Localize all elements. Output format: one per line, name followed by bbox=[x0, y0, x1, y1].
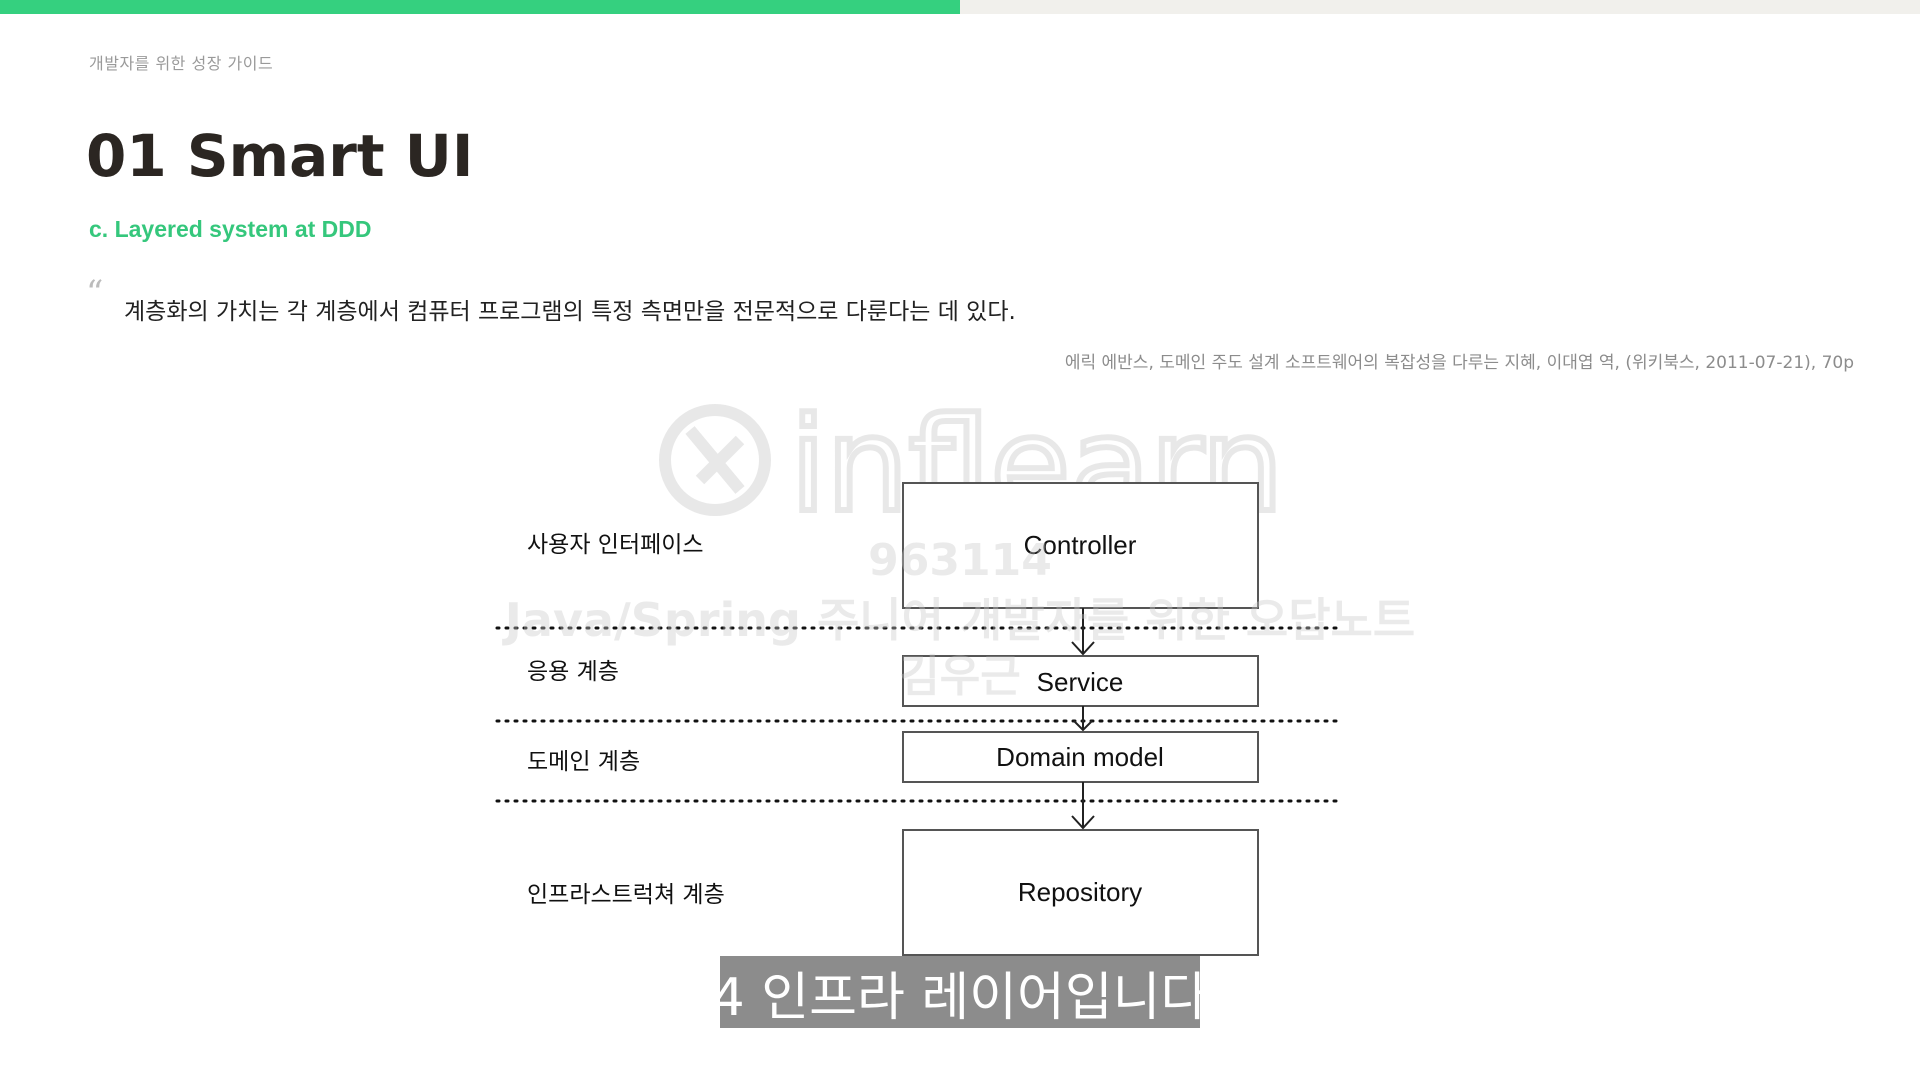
component-label: Service bbox=[1037, 667, 1124, 697]
component-box-controller bbox=[902, 482, 1259, 609]
quote-citation: 에릭 에반스, 도메인 주도 설계 소프트웨어의 복잡성을 다루는 지혜, 이대… bbox=[1064, 353, 1854, 373]
subtitle-caption: 4 인프라 레이어입니다 bbox=[712, 956, 1208, 1028]
quote-mark-icon: “ bbox=[86, 273, 104, 313]
watermark-course: Java/Spring 주니어 개발자를 위한 오답노트 bbox=[504, 593, 1416, 647]
component-label: Repository bbox=[1018, 877, 1142, 907]
layer-label: 인프라스트럭쳐 계층 bbox=[527, 882, 725, 908]
watermark-name: 김우근 bbox=[899, 651, 1021, 702]
progress-bar bbox=[0, 0, 1920, 14]
arrow-service-to-domain bbox=[1073, 706, 1093, 732]
watermark-user-id: 963114 bbox=[868, 535, 1052, 586]
layer-label: 도메인 계층 bbox=[527, 749, 640, 775]
course-label: 개발자를 위한 성장 가이드 bbox=[89, 54, 274, 73]
layer-label: 사용자 인터페이스 bbox=[527, 532, 704, 558]
progress-fill bbox=[0, 0, 960, 14]
section-subtitle: c. Layered system at DDD bbox=[89, 216, 372, 242]
page-title: 01 Smart UI bbox=[86, 122, 474, 190]
layer-label: 응용 계층 bbox=[527, 659, 619, 685]
component-label: Domain model bbox=[996, 742, 1164, 772]
component-label: Controller bbox=[1024, 530, 1137, 560]
component-box-service bbox=[902, 655, 1259, 707]
caption-text: 4 인프라 레이어입니다 bbox=[711, 967, 1209, 1028]
component-box-domain-model bbox=[902, 731, 1259, 783]
component-box-repository bbox=[902, 829, 1259, 956]
arrow-controller-to-service bbox=[1071, 608, 1095, 656]
arrow-domain-to-repository bbox=[1071, 782, 1095, 830]
quote-text: 계층화의 가치는 각 계층에서 컴퓨터 프로그램의 특정 측면만을 전문적으로 … bbox=[124, 299, 1016, 325]
